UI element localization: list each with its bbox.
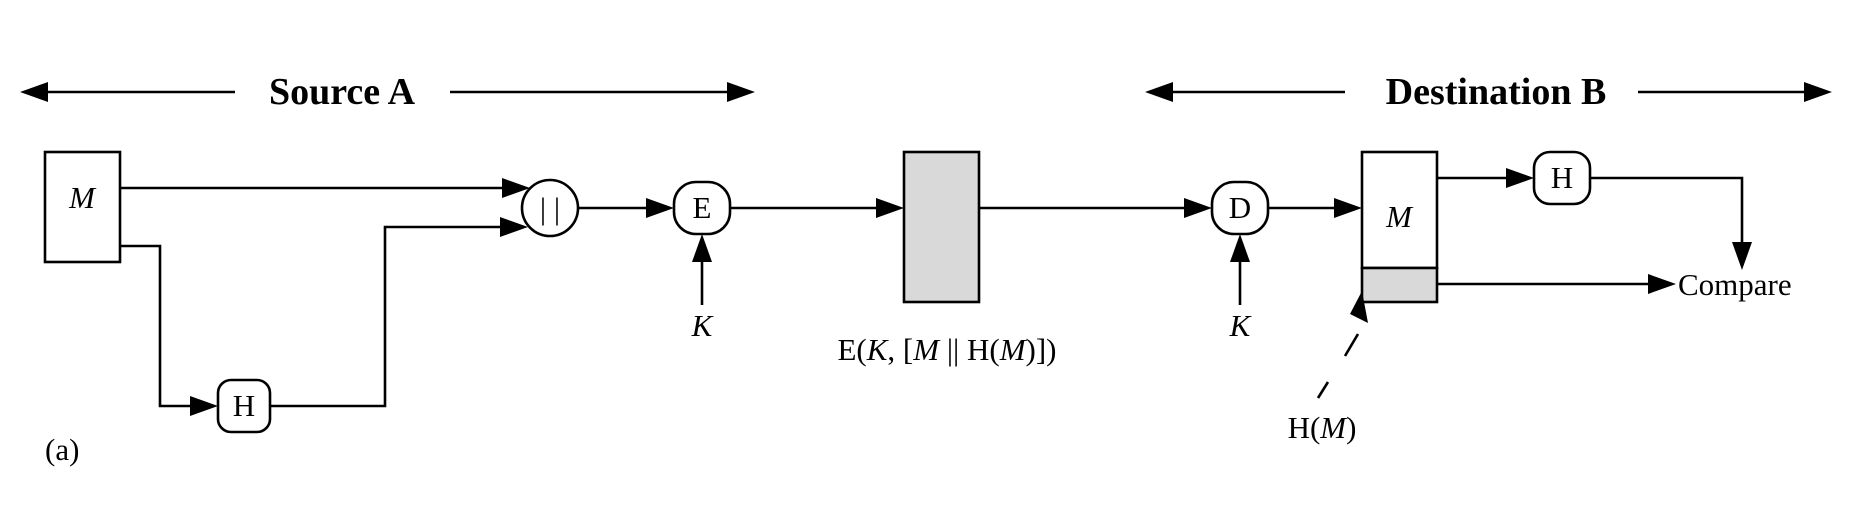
hash-to-concat-arrowhead: [500, 217, 528, 237]
decrypt-label: D: [1229, 190, 1251, 225]
encrypt-label: E: [693, 190, 712, 225]
concat-symbol: | |: [540, 191, 560, 226]
destination-hash-label: H: [1551, 160, 1573, 195]
message-to-hash-line: [120, 244, 196, 408]
source-header: Source A: [20, 71, 755, 113]
hash-to-concat-line: [270, 225, 506, 408]
decrypt-to-output-arrowhead: [1334, 198, 1362, 218]
source-hash-label: H: [233, 388, 255, 423]
ciphertext-label: E(K, [M || H(M)]): [837, 332, 1056, 367]
source-key-label: K: [691, 308, 715, 343]
recovered-hash-box: [1360, 266, 1439, 304]
key-to-decrypt-arrowhead: [1230, 234, 1250, 262]
received-hash-to-compare-arrowhead: [1648, 274, 1676, 294]
ciphertext-block: [902, 150, 981, 304]
encrypt-to-ciphertext-arrowhead: [876, 198, 904, 218]
dest-hash-to-compare-line: [1590, 176, 1744, 246]
source-message-label: M: [68, 180, 97, 215]
hash-value-label: H(M): [1288, 410, 1357, 445]
recovered-message-label: M: [1385, 199, 1414, 234]
key-to-encrypt-arrowhead: [692, 234, 712, 262]
compare-label: Compare: [1678, 267, 1792, 302]
panel-label: (a): [45, 432, 79, 467]
message-to-concat-arrowhead: [502, 178, 530, 198]
hash-pointer-arrowhead: [1350, 291, 1368, 323]
dest-hash-to-compare-arrowhead: [1732, 242, 1752, 270]
ciphertext-to-decrypt-arrowhead: [1184, 198, 1212, 218]
concat-to-encrypt-arrowhead: [646, 198, 674, 218]
destination-header: Destination B: [1145, 71, 1832, 113]
source-message-box: [43, 150, 122, 264]
hash-pointer-dash-2: [1343, 333, 1360, 357]
hash-pointer-dash-1: [1316, 381, 1330, 399]
destination-b-label: Destination B: [1386, 71, 1607, 113]
destination-key-label: K: [1229, 308, 1253, 343]
message-to-hash-arrowhead: [190, 396, 218, 416]
source-a-label: Source A: [269, 71, 416, 113]
message-to-dest-hash-arrowhead: [1506, 168, 1534, 188]
